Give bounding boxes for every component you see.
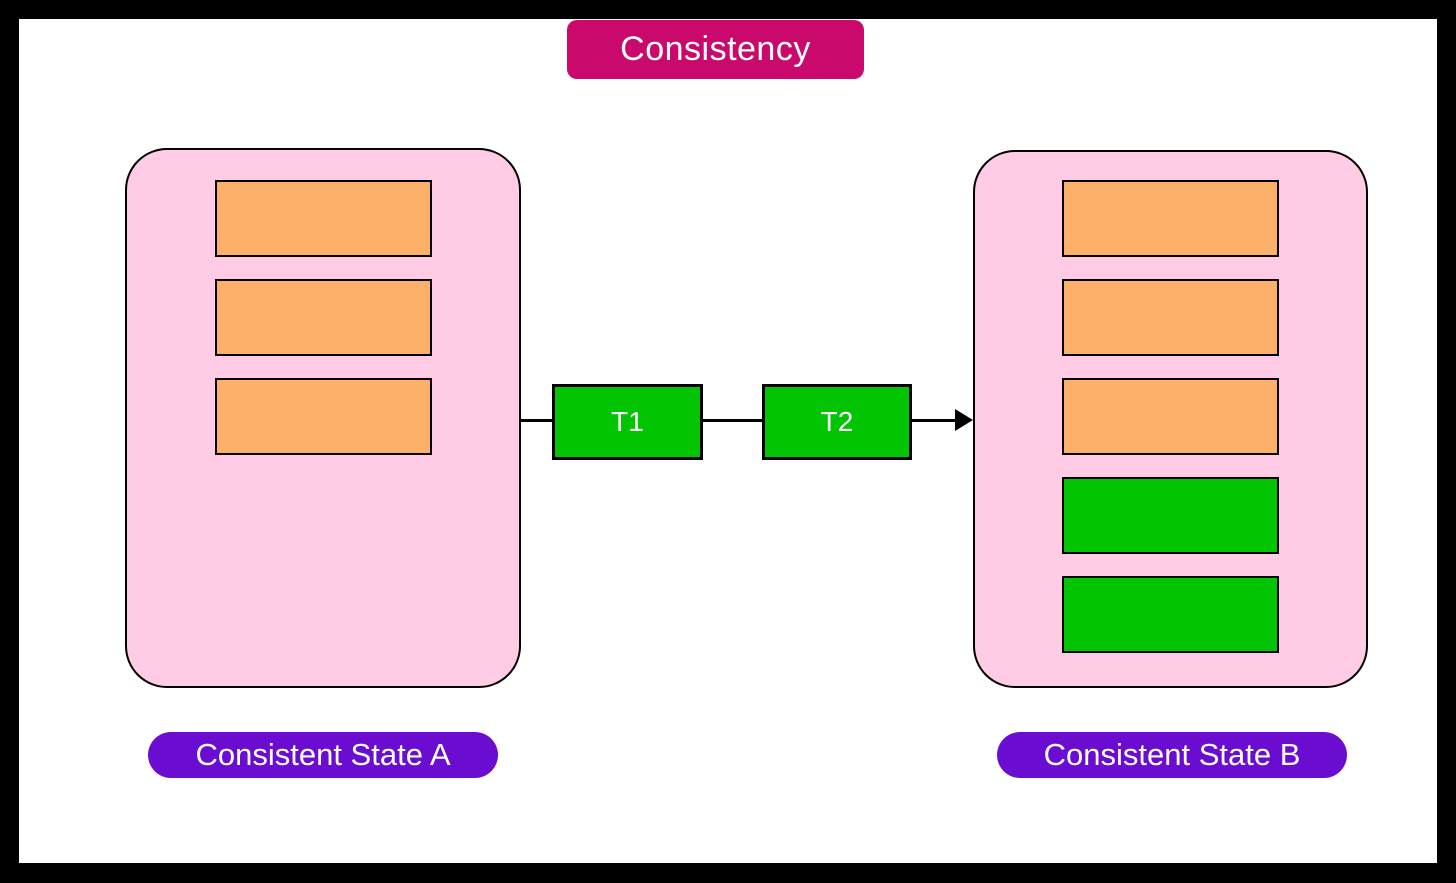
title-text: Consistency — [620, 30, 811, 68]
state-row-green — [1062, 477, 1279, 554]
state-row-orange — [1062, 279, 1279, 356]
transaction-t1-box: T1 — [552, 384, 703, 460]
state-b-label-text: Consistent State B — [1043, 737, 1301, 772]
connector-line-segment-1 — [521, 419, 552, 422]
connector-line-segment-3 — [912, 419, 959, 422]
state-row-orange — [214, 378, 432, 455]
connector-line-segment-2 — [703, 419, 762, 422]
title-badge: Consistency — [567, 20, 864, 79]
state-b-label: Consistent State B — [997, 732, 1347, 778]
transaction-t1-label: T1 — [611, 406, 644, 437]
transaction-t2-label: T2 — [820, 406, 854, 437]
state-row-orange — [1062, 378, 1279, 455]
state-a-label-text: Consistent State A — [195, 737, 451, 772]
state-a-container — [125, 148, 521, 688]
state-b-container — [973, 150, 1368, 688]
state-row-orange — [214, 180, 432, 257]
transaction-t2-box: T2 — [762, 384, 912, 460]
arrow-head-icon — [955, 409, 973, 431]
state-row-orange — [1062, 180, 1279, 257]
state-a-label: Consistent State A — [148, 732, 498, 778]
state-row-green — [1062, 576, 1279, 653]
state-row-orange — [214, 279, 432, 356]
